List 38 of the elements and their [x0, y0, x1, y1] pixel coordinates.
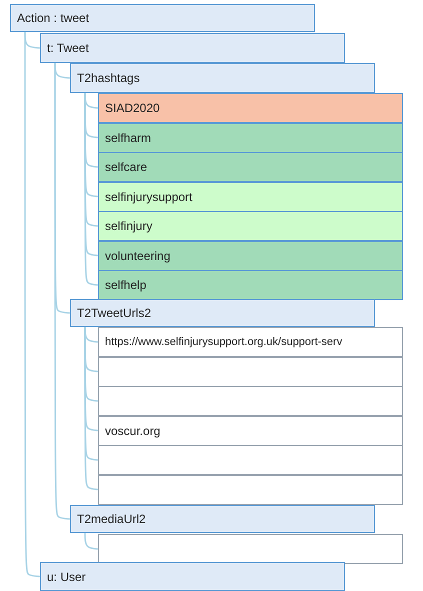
class-box	[40, 33, 345, 63]
hashtag-box	[98, 270, 403, 300]
url-box	[98, 386, 403, 416]
node-label: T2TweetUrls2	[77, 306, 152, 320]
hashtag-box	[98, 93, 403, 123]
url-box	[98, 534, 403, 564]
tree-connector	[54, 63, 70, 520]
class-box	[40, 562, 345, 591]
hashtag-box	[98, 152, 403, 182]
node-label: t: Tweet	[47, 41, 89, 55]
node-label: selfharm	[105, 130, 152, 144]
class-box	[70, 505, 375, 533]
url-box	[98, 474, 403, 504]
hashtag-box	[98, 182, 403, 212]
node-label: https://www.selfinjurysupport.org.uk/support-serv	[105, 336, 342, 348]
class-box	[70, 63, 375, 93]
tree-connector	[84, 533, 98, 550]
url-box	[98, 416, 403, 446]
node-label: u: User	[47, 570, 86, 584]
hashtag-box	[98, 240, 403, 270]
class-box	[10, 4, 315, 32]
node-label: T2hashtags	[77, 71, 140, 85]
node-label: T2mediaUrl2	[77, 512, 146, 526]
class-box	[70, 299, 375, 327]
tree-connector	[24, 32, 40, 578]
node-label: SIAD2020	[105, 101, 160, 115]
node-label: voscur.org	[105, 424, 160, 438]
url-box	[98, 356, 403, 386]
node-label: selfhelp	[105, 278, 146, 292]
node-label: selfcare	[105, 160, 148, 174]
url-box	[98, 327, 403, 357]
url-box	[98, 445, 403, 475]
node-label: selfinjury	[105, 219, 152, 233]
node-label: Action : tweet	[17, 11, 90, 25]
node-label: volunteering	[105, 248, 170, 262]
hashtag-box	[98, 122, 403, 152]
node-label: selfinjurysupport	[105, 190, 192, 204]
hashtag-box	[98, 211, 403, 241]
